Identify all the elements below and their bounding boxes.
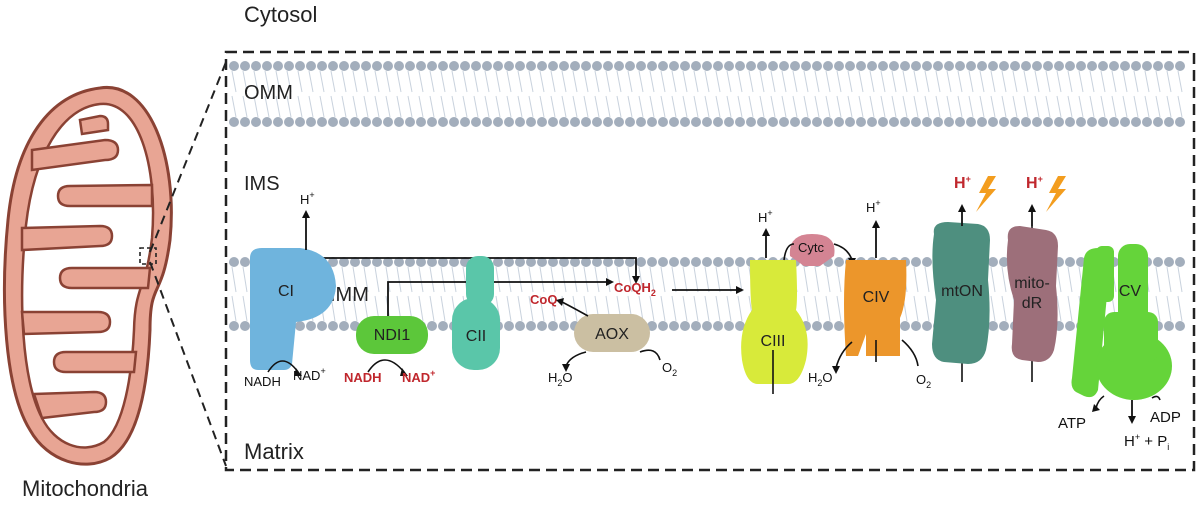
- matrix-label: Matrix: [244, 439, 304, 464]
- cytosol-label: Cytosol: [244, 2, 317, 27]
- svg-text:ATP: ATP: [1058, 415, 1086, 432]
- imm-label: IMM: [330, 284, 369, 306]
- complex-iii-label: CIII: [761, 333, 786, 350]
- svg-text:NADH: NADH: [344, 370, 382, 385]
- complex-v-label: CV: [1119, 283, 1142, 300]
- aox: AOX H2O O2: [548, 298, 677, 388]
- complex-i-label: CI: [278, 283, 294, 300]
- complex-iv-label: CIV: [863, 289, 890, 306]
- complex-iii: CIII H+: [741, 208, 808, 394]
- svg-text:NADH: NADH: [244, 374, 281, 389]
- svg-text:H2O: H2O: [548, 370, 573, 388]
- complex-ii-label: CII: [466, 328, 486, 345]
- ims-label: IMS: [244, 173, 280, 195]
- svg-text:H+: H+: [954, 174, 971, 192]
- svg-text:NAD+: NAD+: [293, 366, 326, 383]
- svg-text:H+: H+: [758, 208, 773, 225]
- ndi1: NDI1 NADH NAD+: [344, 316, 435, 385]
- complex-iv: CIV H+ H2O O2: [808, 198, 931, 390]
- svg-text:H+: H+: [866, 198, 881, 215]
- zoom-box: [224, 50, 1196, 472]
- complex-i: CI H+ NADH NAD+: [244, 190, 336, 389]
- outer-membrane: [229, 61, 1185, 127]
- svg-text:H+: H+: [300, 190, 315, 207]
- complex-ii: CII: [452, 256, 500, 370]
- cytc-label: Cytc: [798, 240, 825, 255]
- complex-i-shape: [250, 248, 336, 370]
- aox-label: AOX: [595, 326, 629, 343]
- mton-label: mtON: [941, 283, 983, 300]
- coqh2-label: CoQH2: [614, 280, 656, 298]
- svg-text:O2: O2: [662, 360, 677, 378]
- omm-label: OMM: [244, 82, 293, 104]
- svg-text:H+: H+: [1026, 174, 1043, 192]
- svg-text:NAD+: NAD+: [402, 368, 435, 385]
- mton: mtON H+: [932, 174, 996, 382]
- mitochondria-label: Mitochondria: [22, 476, 149, 501]
- svg-text:H2O: H2O: [808, 370, 833, 388]
- ndi1-label: NDI1: [374, 327, 411, 344]
- svg-text:ADP: ADP: [1150, 409, 1181, 426]
- mitodr-label-1: mito-: [1014, 275, 1050, 292]
- mito-dr: mito- dR H+: [1006, 174, 1066, 382]
- mitochondrion-illustration: [3, 61, 227, 467]
- mitodr-label-2: dR: [1022, 295, 1042, 312]
- cytochrome-c: Cytc: [783, 234, 856, 266]
- complex-v: CV ATP ADP H+ + Pi: [1058, 244, 1181, 452]
- svg-text:H+ + Pi: H+ + Pi: [1124, 432, 1169, 452]
- svg-text:O2: O2: [916, 372, 931, 390]
- coq-label: CoQ: [530, 292, 557, 307]
